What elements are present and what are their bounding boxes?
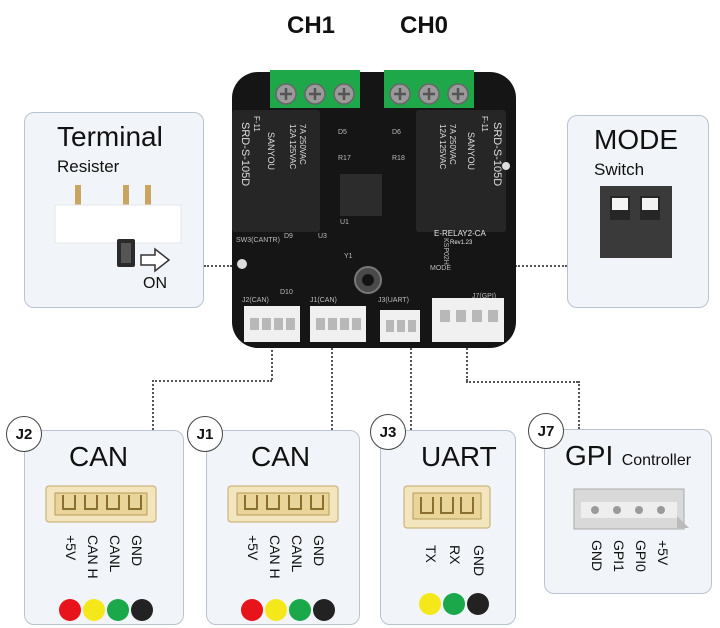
j7-title-row: GPI Controller [565, 440, 691, 472]
relay-ch0-brand: SANYOU [466, 132, 476, 170]
part-d9: D9 [284, 233, 293, 240]
part-r18: R18 [392, 155, 405, 162]
j2-dot-3 [107, 599, 129, 621]
part-r17: R17 [338, 155, 351, 162]
j1-pin-3: CANL [289, 535, 305, 573]
leader-j3 [410, 345, 412, 430]
part-u3: U3 [318, 233, 327, 240]
j3-connector-icon [403, 485, 491, 529]
terminal-title: Terminal [57, 121, 163, 152]
part-u1: U1 [340, 219, 349, 226]
j1-connector-icon [227, 485, 339, 523]
part-d5: D5 [338, 129, 347, 136]
j1-title: CAN [251, 441, 311, 472]
part-d6: D6 [392, 129, 401, 136]
board-rev: Rev1.23 [450, 240, 473, 246]
j1-pin-4: GND [311, 535, 327, 567]
j3-uart-panel: UART TX RX GND [380, 430, 516, 625]
j2-title: CAN [69, 441, 129, 472]
j3-pin-2: RX [447, 545, 463, 565]
leader-terminal [204, 265, 232, 267]
j1-can-panel: CAN +5V CAN H CANL GND [206, 430, 360, 625]
slide-switch-icon [54, 185, 182, 267]
leader-j7-c [578, 381, 580, 429]
relay-board: SRD-S-105D SRD-S-105D SANYOU SANYOU 12A … [232, 70, 516, 348]
arrow-right-icon [140, 247, 171, 273]
j7-gpi-panel: GPI Controller GND GPI1 GPI0 +5V [544, 429, 712, 594]
j7-title-suffix: Controller [621, 452, 692, 469]
j2-dot-2 [83, 599, 105, 621]
j2-silk-label: J2(CAN) [242, 297, 269, 304]
j7-pin-1: GND [589, 540, 605, 572]
part-d10: D10 [280, 289, 293, 296]
mode-subtitle: Switch [594, 160, 645, 179]
j3-badge: J3 [370, 414, 406, 450]
j1-dot-4 [313, 599, 335, 621]
leader-mode [515, 265, 567, 267]
j3-dot-3 [467, 593, 489, 615]
relay-ch1-brand: SANYOU [266, 132, 276, 170]
relay-ch1-fuse: F-11 [252, 116, 261, 132]
j2-dot-1 [59, 599, 81, 621]
j1-pin-1: +5V [245, 535, 261, 561]
relay-ch1-rating-2: 7A 250VAC [298, 124, 307, 165]
dip-switch-icon [600, 186, 672, 258]
mode-title: MODE [594, 124, 678, 155]
leader-j1 [331, 345, 333, 430]
j7-pin-3: GPI0 [633, 540, 649, 572]
terminal-on-label: ON [143, 275, 167, 292]
j7-pin-2: GPI1 [611, 540, 627, 572]
terminal-resister-panel: Terminal Resister ON [24, 112, 204, 308]
mode-silk-label: MODE [430, 265, 451, 272]
j2-pin-3: CANL [107, 535, 123, 573]
relay-ch1-rating-1: 12A 125VAC [288, 124, 297, 169]
j2-connector-icon [45, 485, 157, 523]
ch1-label: CH1 [287, 12, 336, 39]
j2-can-panel: CAN +5V CAN H CANL GND [24, 430, 184, 625]
leader-j2-b [152, 380, 272, 382]
j3-dot-1 [419, 593, 441, 615]
leader-j2-a [271, 345, 273, 380]
j1-dot-2 [265, 599, 287, 621]
relay-ch0-model: SRD-S-105D [491, 122, 503, 186]
relay-ch0-rating-1: 12A 125VAC [438, 124, 447, 169]
mode-switch-panel: MODE Switch [567, 115, 709, 308]
j2-pin-1: +5V [63, 535, 79, 561]
relay-ch0-fuse: F-11 [480, 116, 489, 132]
j2-pin-4: GND [129, 535, 145, 567]
j2-badge: J2 [6, 416, 42, 452]
part-y1: Y1 [344, 253, 353, 260]
j3-silk-label: J3(UART) [378, 297, 409, 304]
terminal-subtitle: Resister [57, 157, 120, 176]
j1-dot-3 [289, 599, 311, 621]
board-name: E-RELAY2-CA [434, 229, 487, 238]
sw3-label: SW3(CANTR) [236, 237, 280, 244]
ch0-label: CH0 [400, 12, 449, 39]
relay-ch0-rating-2: 7A 250VAC [448, 124, 457, 165]
j1-pin-2: CAN H [267, 535, 283, 579]
j7-silk-label: J7(GPI) [472, 293, 496, 300]
j7-pin-4: +5V [655, 540, 671, 566]
ksp-label: KSP02H [442, 238, 449, 265]
j2-dot-4 [131, 599, 153, 621]
j1-badge: J1 [187, 416, 223, 452]
leader-j7-a [466, 345, 468, 381]
j2-pin-2: CAN H [85, 535, 101, 579]
j3-pin-1: TX [423, 545, 439, 563]
j1-dot-1 [241, 599, 263, 621]
j7-title: GPI [565, 440, 614, 471]
relay-ch1-model: SRD-S-105D [239, 122, 251, 186]
leader-j7-b [466, 381, 578, 383]
leader-j2-c [152, 380, 154, 430]
j3-pin-3: GND [471, 545, 487, 577]
j7-badge: J7 [528, 413, 564, 449]
j7-connector-icon [573, 488, 689, 530]
j3-dot-2 [443, 593, 465, 615]
j3-title: UART [421, 441, 497, 472]
j1-silk-label: J1(CAN) [310, 297, 337, 304]
